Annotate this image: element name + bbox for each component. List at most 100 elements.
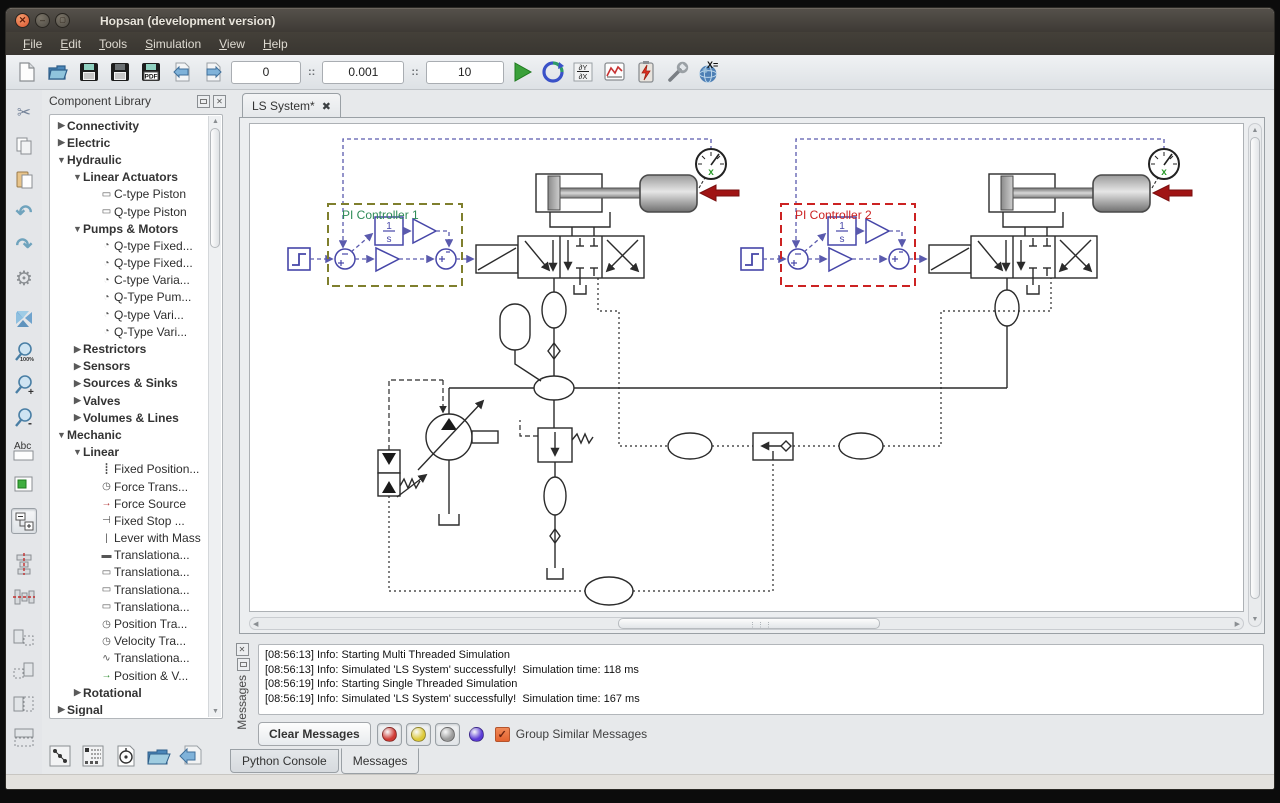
tree-item-connectivity[interactable]: ▶Connectivity [52, 117, 208, 134]
copy-button[interactable] [11, 133, 37, 159]
tree-item-fixed-position[interactable]: ┋Fixed Position... [52, 461, 208, 478]
options-button[interactable]: ⚙ [11, 265, 37, 291]
tab-ls-system[interactable]: LS System* ✖ [242, 93, 341, 118]
animate-simulation-button[interactable] [540, 59, 566, 85]
tree-item-linear-actuators[interactable]: ▼Linear Actuators [52, 169, 208, 186]
tree-item-velocity-tra[interactable]: ◷Velocity Tra... [52, 633, 208, 650]
canvas-vscroll-thumb[interactable] [1250, 137, 1260, 599]
menu-file[interactable]: File [14, 34, 51, 54]
unload-external-library-button[interactable] [177, 742, 206, 769]
tree-item-hydraulic[interactable]: ▼Hydraulic [52, 151, 208, 168]
minimize-window-button[interactable]: – [35, 13, 50, 28]
distribute-left-button[interactable] [11, 625, 37, 651]
canvas-scroll-right[interactable]: ▶ [1235, 620, 1240, 628]
export-model-button[interactable] [200, 59, 226, 85]
close-window-button[interactable]: ✕ [15, 13, 30, 28]
tree-item-position-v[interactable]: →Position & V... [52, 667, 208, 684]
redo-button[interactable]: ↷ [11, 232, 37, 258]
clear-messages-button[interactable]: Clear Messages [258, 722, 371, 746]
tree-item-force-source[interactable]: →Force Source [52, 495, 208, 512]
undo-button[interactable]: ↶ [11, 199, 37, 225]
distribute-horizontal-button[interactable] [11, 691, 37, 717]
tree-item-signal[interactable]: ▶Signal [52, 701, 208, 716]
hydraulic-model-diagram[interactable]: 1 s [250, 124, 1243, 611]
scroll-up-arrow[interactable]: ▲ [209, 116, 222, 127]
new-model-button[interactable] [14, 59, 40, 85]
maximize-window-button[interactable]: ▢ [55, 13, 70, 28]
title-bar[interactable]: ✕ – ▢ Hopsan (development version) [6, 8, 1274, 32]
distribute-right-button[interactable] [11, 658, 37, 684]
insert-image-box-button[interactable] [11, 471, 37, 497]
sim-timestep-field[interactable] [322, 61, 404, 84]
energy-losses-button[interactable] [633, 59, 659, 85]
zoom-in-button[interactable]: + [11, 372, 37, 398]
message-log[interactable]: [08:56:13] Info: Starting Multi Threaded… [258, 644, 1264, 715]
show-info-toggle-button[interactable] [435, 723, 460, 746]
tree-item-translationa[interactable]: ▭Translationa... [52, 581, 208, 598]
sim-start-time-field[interactable] [231, 61, 301, 84]
menu-view[interactable]: View [210, 34, 254, 54]
show-warnings-toggle-button[interactable] [406, 723, 431, 746]
align-horizontal-center-button[interactable] [11, 584, 37, 610]
library-scroll-thumb[interactable] [210, 128, 220, 248]
canvas-scroll-down[interactable]: ▼ [1249, 614, 1261, 625]
tree-item-fixed-stop[interactable]: ⊣Fixed Stop ... [52, 512, 208, 529]
optimize-button[interactable]: X= [695, 59, 721, 85]
tree-item-lever-with-mass[interactable]: |Lever with Mass [52, 530, 208, 547]
tree-item-restrictors[interactable]: ▶Restrictors [52, 340, 208, 357]
tree-item-valves[interactable]: ▶Valves [52, 392, 208, 409]
plot-tool-button[interactable] [602, 59, 628, 85]
tree-item-mechanic[interactable]: ▼Mechanic [52, 426, 208, 443]
tab-close-icon[interactable]: ✖ [322, 100, 331, 113]
scroll-down-arrow[interactable]: ▼ [209, 706, 222, 717]
insert-text-box-button[interactable]: Abc [11, 438, 37, 464]
show-debug-toggle-button[interactable] [464, 723, 489, 746]
tree-item-translationa[interactable]: ▬Translationa... [52, 547, 208, 564]
component-help-button[interactable] [111, 742, 140, 769]
open-model-button[interactable] [45, 59, 71, 85]
group-similar-checkbox[interactable]: ✓ [495, 727, 510, 742]
align-vertical-center-button[interactable] [11, 551, 37, 577]
save-model-button[interactable] [76, 59, 102, 85]
expand-subsystem-button[interactable] [11, 508, 37, 534]
model-canvas[interactable]: 1 s [249, 123, 1244, 612]
tree-item-q-type-piston[interactable]: ▭Q-type Piston [52, 203, 208, 220]
canvas-scroll-up[interactable]: ▲ [1249, 125, 1261, 136]
center-view-button[interactable] [11, 306, 37, 332]
library-float-button[interactable] [197, 95, 210, 108]
tree-item-c-type-varia[interactable]: ◔C-type Varia... [52, 272, 208, 289]
tree-item-linear[interactable]: ▼Linear [52, 444, 208, 461]
start-simulation-button[interactable] [509, 59, 535, 85]
menu-edit[interactable]: Edit [51, 34, 90, 54]
import-model-button[interactable] [169, 59, 195, 85]
menu-help[interactable]: Help [254, 34, 297, 54]
paste-button[interactable] [11, 166, 37, 192]
canvas-vertical-scrollbar[interactable]: ▲ ▼ [1248, 123, 1262, 627]
tree-item-q-type-vari[interactable]: ◔Q-type Vari... [52, 306, 208, 323]
tree-item-sensors[interactable]: ▶Sensors [52, 358, 208, 375]
tree-item-volumes-lines[interactable]: ▶Volumes & Lines [52, 409, 208, 426]
tree-item-q-type-pum[interactable]: ◔Q-Type Pum... [52, 289, 208, 306]
library-close-button[interactable]: ✕ [213, 95, 226, 108]
tree-item-sources-sinks[interactable]: ▶Sources & Sinks [52, 375, 208, 392]
tree-item-c-type-piston[interactable]: ▭C-type Piston [52, 186, 208, 203]
ls-pump-network[interactable] [378, 278, 1051, 605]
messages-float-button[interactable] [237, 658, 250, 671]
distribute-vertical-button[interactable] [11, 724, 37, 750]
library-scrollbar[interactable]: ▲ ▼ [208, 116, 221, 717]
tree-item-translationa[interactable]: ▭Translationa... [52, 564, 208, 581]
menu-tools[interactable]: Tools [90, 34, 136, 54]
show-errors-toggle-button[interactable] [377, 723, 402, 746]
zoom-out-button[interactable]: - [11, 405, 37, 431]
tree-item-electric[interactable]: ▶Electric [52, 134, 208, 151]
properties-wrench-button[interactable] [664, 59, 690, 85]
messages-close-button[interactable]: ✕ [236, 643, 249, 656]
tree-item-translationa[interactable]: ▭Translationa... [52, 598, 208, 615]
export-pdf-button[interactable]: PDF [138, 59, 164, 85]
tree-view-button[interactable] [45, 742, 74, 769]
cut-button[interactable]: ✂ [11, 100, 37, 126]
list-view-button[interactable] [78, 742, 107, 769]
tree-item-force-trans[interactable]: ◷Force Trans... [52, 478, 208, 495]
sim-stop-time-field[interactable] [426, 61, 504, 84]
derivative-tool-button[interactable]: ∂Y∂X [571, 59, 597, 85]
